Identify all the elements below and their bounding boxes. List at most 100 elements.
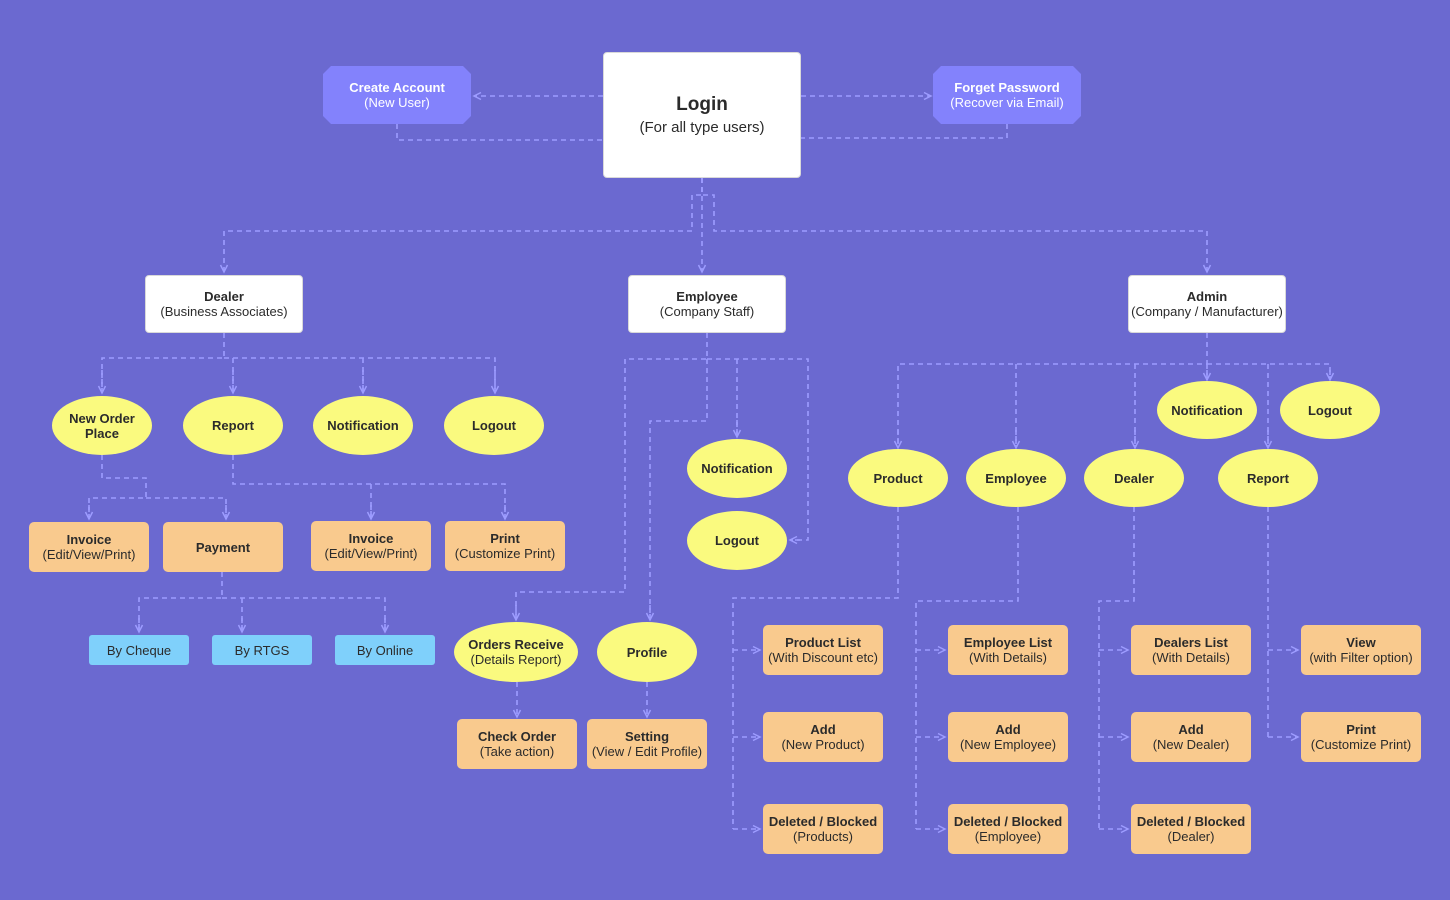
login-subtitle: (For all type users) [639,119,765,136]
dealer-report-invoice-title: Invoice [348,531,394,546]
dealer-add-title: Add [1178,722,1204,737]
employee-notification-node: Notification [687,439,787,498]
dealers-list-node: Dealers List (With Details) [1131,625,1251,675]
dealer-report-print-title: Print [490,531,520,546]
dealer-title: Dealer [204,289,244,304]
employee-list-subtitle: (With Details) [968,650,1047,665]
dealer-report-print-node: Print (Customize Print) [445,521,565,571]
check-order-title: Check Order [477,729,557,744]
admin-employee-title: Employee [985,470,1047,486]
setting-node: Setting (View / Edit Profile) [587,719,707,769]
edge-forget-password-return [801,124,1008,139]
dealer-invoice-subtitle: (Edit/View/Print) [42,547,136,562]
profile-node: Profile [597,622,697,682]
employee-add-node: Add (New Employee) [948,712,1068,762]
report-print-subtitle: (Customize Print) [1310,737,1412,752]
edge-product-children [732,507,899,829]
admin-logout-title: Logout [1307,402,1353,418]
employee-title: Employee [676,289,738,304]
employee-deleted-title: Deleted / Blocked [953,814,1063,829]
edge-login-dealer [219,178,703,274]
product-deleted-title: Deleted / Blocked [768,814,878,829]
edge-payment-children [138,572,386,632]
forget-password-node: Forget Password (Recover via Email) [933,66,1081,124]
admin-title: Admin [1186,289,1228,304]
orders-receive-title: Orders Receive [468,637,564,652]
orders-receive-node: Orders Receive (Details Report) [454,622,578,682]
dealer-deleted-node: Deleted / Blocked (Dealer) [1131,804,1251,854]
report-print-node: Print (Customize Print) [1301,712,1421,762]
dealer-add-node: Add (New Dealer) [1131,712,1251,762]
dealer-deleted-title: Deleted / Blocked [1136,814,1246,829]
admin-notification-node: Notification [1157,381,1257,439]
dealers-list-title: Dealers List [1154,635,1228,650]
by-rtgs-node: By RTGS [212,635,312,665]
dealer-report-invoice-node: Invoice (Edit/View/Print) [311,521,431,571]
employee-logout-node: Logout [687,511,787,570]
dealer-deleted-subtitle: (Dealer) [1167,829,1215,844]
employee-notification-title: Notification [701,461,773,476]
dealer-report-invoice-subtitle: (Edit/View/Print) [324,546,418,561]
employee-add-subtitle: (New Employee) [959,737,1057,752]
forget-password-title: Forget Password [954,80,1060,95]
employee-list-node: Employee List (With Details) [948,625,1068,675]
admin-product-node: Product [848,449,948,507]
admin-node: Admin (Company / Manufacturer) [1128,275,1286,333]
admin-logout-node: Logout [1280,381,1380,439]
dealer-payment-title: Payment [195,539,251,555]
by-cheque-node: By Cheque [89,635,189,665]
edge-new-order-children [88,455,227,519]
report-view-subtitle: (with Filter option) [1309,650,1413,665]
dealer-add-subtitle: (New Dealer) [1152,737,1230,752]
edge-a-dealer-children [1098,507,1135,829]
forget-password-subtitle: (Recover via Email) [950,95,1064,110]
dealer-notification-title: Notification [327,418,399,433]
admin-subtitle: (Company / Manufacturer) [1131,304,1283,319]
dealer-notification-node: Notification [313,396,413,455]
by-online-node: By Online [335,635,435,665]
employee-logout-title: Logout [714,533,760,548]
login-title: Login [676,94,728,115]
report-print-title: Print [1346,722,1376,737]
dealer-logout-node: Logout [444,396,544,455]
admin-report-title: Report [1247,470,1289,486]
by-cheque-title: By Cheque [106,642,172,658]
dealer-logout-title: Logout [471,418,517,433]
employee-deleted-node: Deleted / Blocked (Employee) [948,804,1068,854]
setting-title: Setting [624,729,670,744]
employee-list-title: Employee List [963,635,1053,650]
by-rtgs-title: By RTGS [234,642,290,658]
admin-dealer-title: Dealer [1114,470,1154,486]
dealer-invoice-title: Invoice [66,532,112,547]
setting-subtitle: (View / Edit Profile) [591,744,703,759]
admin-notification-title: Notification [1171,402,1243,418]
dealer-report-node: Report [183,396,283,455]
create-account-subtitle: (New User) [364,95,430,110]
edge-create-account-return [396,124,603,141]
admin-report-node: Report [1218,449,1318,507]
dealer-new-order-title: New Order Place [69,410,135,441]
admin-employee-node: Employee [966,449,1066,507]
product-add-node: Add (New Product) [763,712,883,762]
dealer-subtitle: (Business Associates) [160,304,288,319]
employee-subtitle: (Company Staff) [659,304,755,319]
product-deleted-subtitle: (Products) [793,829,853,844]
edge-employee-branches [515,333,809,620]
report-view-node: View (with Filter option) [1301,625,1421,675]
create-account-title: Create Account [349,80,445,95]
dealer-new-order-node: New Order Place [52,396,152,455]
dealer-node: Dealer (Business Associates) [145,275,303,333]
employee-deleted-subtitle: (Employee) [974,829,1042,844]
product-deleted-node: Deleted / Blocked (Products) [763,804,883,854]
employee-add-title: Add [995,722,1021,737]
check-order-node: Check Order (Take action) [457,719,577,769]
product-list-node: Product List (With Discount etc) [763,625,883,675]
product-list-subtitle: (With Discount etc) [768,650,878,665]
by-online-title: By Online [356,642,414,658]
edge-login-admin [701,178,1212,274]
edge-report-children [232,455,506,519]
create-account-node: Create Account (New User) [323,66,471,124]
dealers-list-subtitle: (With Details) [1151,650,1230,665]
